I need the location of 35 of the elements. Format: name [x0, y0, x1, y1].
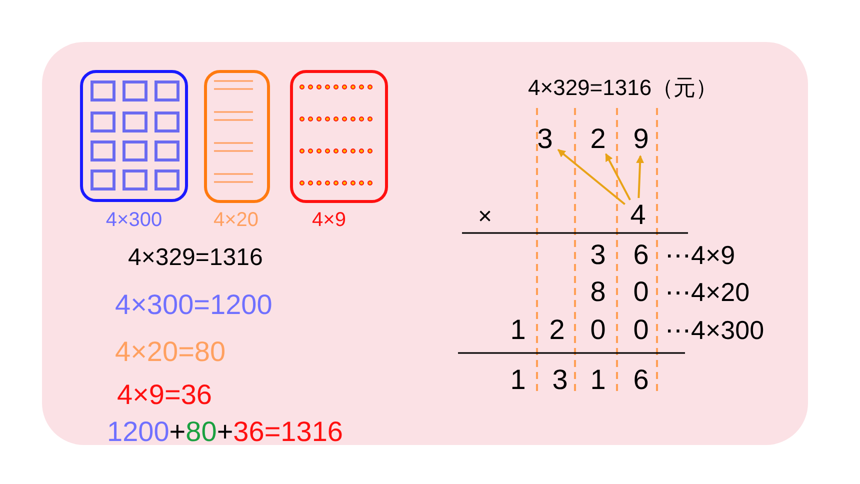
step-note: ⋯4×20 [665, 279, 750, 305]
digit: 0 [590, 316, 606, 344]
digit: 9 [633, 125, 649, 153]
caption-label: 4×9 [312, 210, 346, 230]
arrow [605, 153, 631, 200]
digit: 3 [537, 125, 553, 153]
digit: 0 [633, 316, 649, 344]
times-sign: × [478, 205, 492, 229]
caption-label: 4×300 [106, 210, 162, 230]
equation-text: 4×329=1316（元） [528, 77, 718, 99]
step-note: ⋯4×9 [665, 242, 736, 268]
arrow [636, 155, 644, 198]
caption-label: 4×20 [213, 210, 259, 230]
picture-box [80, 70, 188, 202]
digit: 1 [510, 366, 526, 394]
step-note: ⋯4×300 [665, 317, 764, 343]
picture-box [290, 70, 388, 203]
equation-text: 4×20=80 [115, 338, 226, 366]
digit: 1 [510, 316, 526, 344]
digit: 4 [630, 201, 646, 229]
picture-box [204, 70, 270, 203]
digit: 3 [590, 241, 606, 269]
digit: 2 [549, 316, 565, 344]
digit: 0 [633, 278, 649, 306]
digit: 6 [633, 366, 649, 394]
digit: 6 [633, 241, 649, 269]
digit: 8 [590, 278, 606, 306]
equation-text: 4×329=1316 [128, 246, 263, 270]
digit: 2 [590, 125, 606, 153]
equation-text: 4×9=36 [117, 381, 212, 409]
equation-text: 4×300=1200 [115, 291, 272, 319]
equation-text: 1200+80+36=1316 [107, 418, 343, 446]
digit: 3 [552, 366, 568, 394]
arrow [557, 148, 626, 206]
digit: 1 [590, 366, 606, 394]
